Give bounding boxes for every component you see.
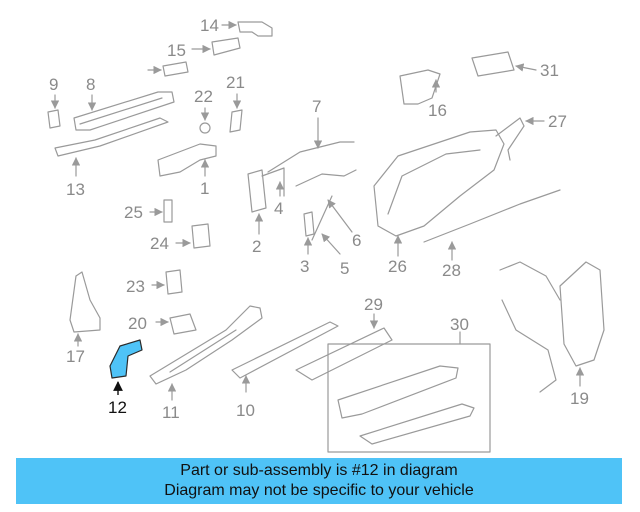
part-23: 23 <box>126 269 183 296</box>
label-7: 7 <box>312 97 321 116</box>
label-10: 10 <box>236 401 255 420</box>
part-30: 30 <box>327 315 491 453</box>
label-27: 27 <box>548 112 567 131</box>
label-23: 23 <box>126 277 145 296</box>
part-29: 29 <box>295 295 393 381</box>
label-17: 17 <box>66 347 85 366</box>
label-5: 5 <box>340 259 349 278</box>
part-21: 21 <box>226 73 245 133</box>
label-22: 22 <box>194 87 213 106</box>
label-30: 30 <box>450 315 469 334</box>
part-12-highlighted: 12 <box>108 339 143 417</box>
part-7: 7 <box>267 97 355 173</box>
part-4: 4 <box>261 167 285 218</box>
label-6: 6 <box>352 231 361 250</box>
parts-diagram: 14 15 9 8 13 22 21 <box>47 16 605 453</box>
part-13: 13 <box>54 117 169 199</box>
part-15: 15 <box>167 37 241 60</box>
label-24: 24 <box>150 234 169 253</box>
part-11: 11 <box>149 305 263 422</box>
label-16: 16 <box>428 101 447 120</box>
label-12: 12 <box>108 398 127 417</box>
part-28: 28 <box>423 189 561 280</box>
label-8: 8 <box>86 75 95 94</box>
label-31: 31 <box>540 61 559 80</box>
part-18 <box>147 61 189 77</box>
part-17: 17 <box>66 271 101 366</box>
part-25: 25 <box>124 199 173 223</box>
label-3: 3 <box>300 257 309 276</box>
label-21: 21 <box>226 73 245 92</box>
part-27: 27 <box>495 112 567 161</box>
banner-line-1: Part or sub-assembly is #12 in diagram <box>180 462 458 479</box>
part-22: 22 <box>194 87 213 134</box>
banner-line-2: Diagram may not be specific to your vehi… <box>164 482 474 499</box>
label-1: 1 <box>200 179 209 198</box>
part-1: 1 <box>157 143 217 198</box>
part-26: 26 <box>373 129 505 276</box>
part-31: 31 <box>471 51 559 80</box>
info-banner: Part or sub-assembly is #12 in diagram D… <box>16 458 622 504</box>
part-8: 8 <box>73 75 175 131</box>
part-3-5-6: 3 5 6 <box>295 169 361 278</box>
label-4: 4 <box>274 199 283 218</box>
part-24: 24 <box>150 223 211 253</box>
label-19: 19 <box>570 389 589 408</box>
label-28: 28 <box>442 261 461 280</box>
part-16: 16 <box>399 69 447 120</box>
part-20: 20 <box>128 313 197 335</box>
part-14: 14 <box>200 16 273 37</box>
label-29: 29 <box>364 295 383 314</box>
label-26: 26 <box>388 257 407 276</box>
label-13: 13 <box>66 180 85 199</box>
label-14: 14 <box>200 16 219 35</box>
label-20: 20 <box>128 314 147 333</box>
part-9: 9 <box>47 75 61 129</box>
label-2: 2 <box>252 237 261 256</box>
label-11: 11 <box>162 403 180 422</box>
part-2: 2 <box>247 169 267 256</box>
label-9: 9 <box>49 75 58 94</box>
part-19: 19 <box>499 261 605 408</box>
label-25: 25 <box>124 203 143 222</box>
label-15: 15 <box>167 41 186 60</box>
part-10: 10 <box>231 321 339 420</box>
